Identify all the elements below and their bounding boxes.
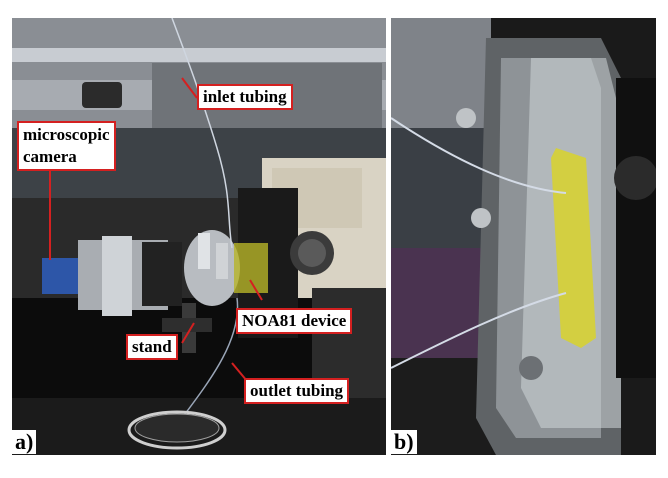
label-outlet-tubing: outlet tubing: [244, 378, 350, 404]
panel-a-tag: a): [12, 430, 37, 454]
label-microscopic-camera-line2: camera: [23, 147, 77, 166]
label-noa81-device: NOA81 device: [236, 308, 353, 334]
label-microscopic-camera-line1: microscopic: [23, 125, 110, 144]
label-microscopic-camera: microscopic camera: [17, 121, 116, 171]
label-stand: stand: [126, 334, 178, 360]
photo-panel-a: inlet tubing microscopic camera NOA81 de…: [12, 18, 386, 455]
photo-panel-b: b): [391, 18, 656, 455]
panel-b-tag: b): [391, 430, 417, 454]
label-inlet-tubing: inlet tubing: [197, 84, 293, 110]
device-closeup-photo: [391, 18, 656, 455]
